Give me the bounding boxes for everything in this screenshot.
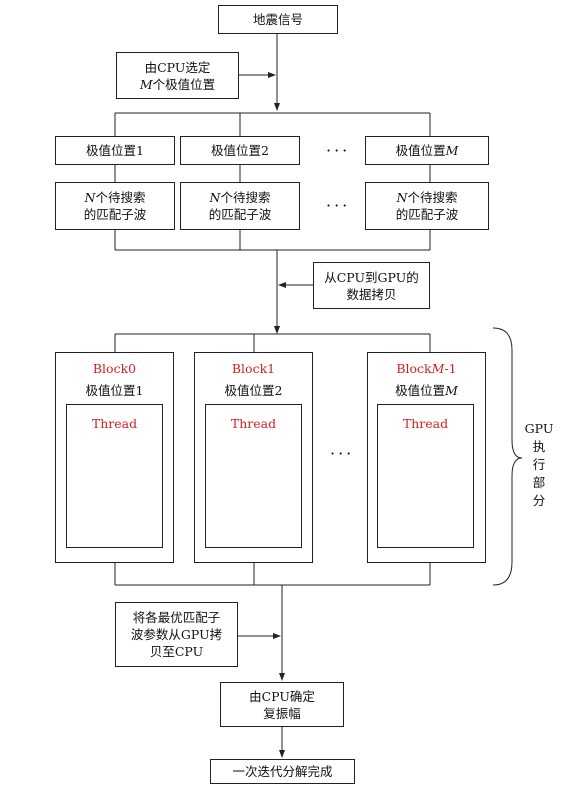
thread-box-m: Thread xyxy=(377,404,474,548)
gpu-label-part: 分 xyxy=(532,493,546,508)
gpu-label-part: GPU xyxy=(524,421,554,436)
copy-cpu-gpu-line1: 从CPU到GPU的 xyxy=(324,269,419,285)
cpu-amplitude-line1: 由CPU确定 xyxy=(249,688,315,704)
extremum-node-2: 极值位置2 xyxy=(180,136,300,165)
search-line1-rest: 个待搜索 xyxy=(220,190,271,205)
m-variable: M xyxy=(139,76,153,92)
gpu-execution-label: GPU 执 行 部 分 xyxy=(524,420,554,510)
search-line1: N个待搜索 xyxy=(85,189,146,206)
n-variable: N xyxy=(84,190,96,205)
blockm-prefix: Block xyxy=(396,361,432,376)
extremum-m-prefix: 极值位置 xyxy=(395,143,446,158)
block-extremum-0: 极值位置1 xyxy=(85,383,144,398)
blockm-suffix: -1 xyxy=(444,361,457,376)
thread-label-0: Thread xyxy=(91,416,138,431)
cpu-select-line1: 由CPU选定 xyxy=(144,59,211,75)
copy-gpu-cpu-line1: 将各最优匹配子 xyxy=(132,610,221,625)
extremum-label-m: 极值位置M xyxy=(396,142,459,159)
iteration-complete-label: 一次迭代分解完成 xyxy=(232,764,333,779)
block-title-1: Block1 xyxy=(231,361,276,376)
search-wavelet-node-m: N个待搜索 的匹配子波 xyxy=(365,182,489,230)
search-line2: 的匹配子波 xyxy=(395,207,459,222)
seismic-signal-node: 地震信号 xyxy=(218,5,338,34)
cpu-select-line2: M个极值位置 xyxy=(140,76,215,93)
cpu-amplitude-node: 由CPU确定 复振幅 xyxy=(220,682,344,727)
search-line2: 的匹配子波 xyxy=(83,207,147,222)
search-wavelet-node-1: N个待搜索 的匹配子波 xyxy=(55,182,175,230)
gpu-label-part: 部 xyxy=(532,475,546,490)
m-variable: M xyxy=(445,383,458,398)
search-line1: N个待搜索 xyxy=(397,189,458,206)
iteration-complete-node: 一次迭代分解完成 xyxy=(210,759,355,784)
search-line2: 的匹配子波 xyxy=(208,207,272,222)
cpu-amplitude-line2: 复振幅 xyxy=(263,705,301,721)
copy-gpu-cpu-line2: 波参数从GPU拷 xyxy=(130,627,223,642)
thread-label-m: Thread xyxy=(402,416,449,431)
search-line1: N个待搜索 xyxy=(210,189,271,206)
cpu-select-line2-rest: 个极值位置 xyxy=(152,76,216,92)
extremum-label-2: 极值位置2 xyxy=(211,143,269,158)
search-wavelet-node-2: N个待搜索 的匹配子波 xyxy=(180,182,300,230)
gpu-label-part: 行 xyxy=(532,457,546,472)
copy-cpu-gpu-line2: 数据拷贝 xyxy=(346,286,397,302)
copy-gpu-to-cpu-node: 将各最优匹配子 波参数从GPU拷 贝至CPU xyxy=(115,602,238,667)
search-line1-rest: 个待搜索 xyxy=(95,190,146,205)
cpu-select-node: 由CPU选定 M个极值位置 xyxy=(116,52,239,99)
extremum-label-1: 极值位置1 xyxy=(86,143,144,158)
n-variable: N xyxy=(396,190,408,205)
extremum-node-1: 极值位置1 xyxy=(55,136,175,165)
gpu-label-part: 执 xyxy=(532,439,546,454)
extremum-m-prefix: 极值位置 xyxy=(395,383,446,398)
block-title-0: Block0 xyxy=(92,361,137,376)
thread-label-1: Thread xyxy=(230,416,277,431)
copy-cpu-to-gpu-node: 从CPU到GPU的 数据拷贝 xyxy=(313,262,430,309)
extremum-node-m: 极值位置M xyxy=(365,136,489,165)
m-variable: M xyxy=(431,361,445,376)
search-line1-rest: 个待搜索 xyxy=(407,190,458,205)
thread-box-1: Thread xyxy=(205,404,302,548)
m-variable: M xyxy=(445,143,459,158)
block-title-m: BlockM-1 xyxy=(368,360,485,377)
n-variable: N xyxy=(209,190,221,205)
block-ellipsis: ··· xyxy=(330,444,355,463)
block-extremum-m: 极值位置M xyxy=(368,382,485,399)
copy-gpu-cpu-line3: 贝至CPU xyxy=(149,644,204,659)
search-ellipsis: ··· xyxy=(326,196,351,215)
extremum-ellipsis: ··· xyxy=(326,141,351,160)
seismic-signal-label: 地震信号 xyxy=(252,12,303,27)
thread-box-0: Thread xyxy=(66,404,163,548)
block-extremum-1: 极值位置2 xyxy=(224,383,283,398)
